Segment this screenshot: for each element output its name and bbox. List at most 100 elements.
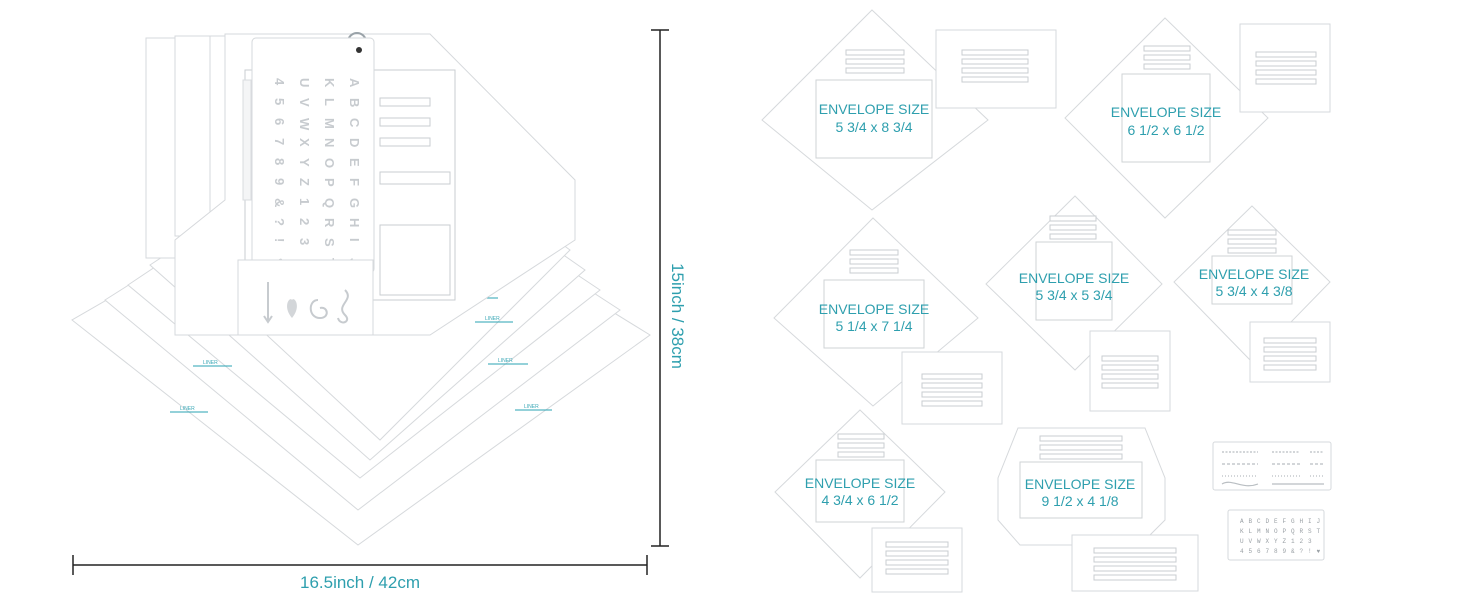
stencil-letter: E (347, 158, 362, 167)
stencil-letter-small: C (1257, 518, 1261, 525)
stencil-letter-small: 8 (1274, 548, 1278, 555)
stencil-letter: N (322, 138, 337, 147)
height-dimension: 15inch / 38cm (651, 29, 687, 547)
stencil-letter-small: 3 (1308, 538, 1312, 545)
stencil-letter-small: N (1266, 528, 1270, 535)
stencil-letter: ? (272, 218, 287, 226)
stencil-letter-small: L (1249, 528, 1253, 535)
stencil-letter-small: ! (1308, 548, 1312, 555)
stencil-letter: P (322, 178, 337, 187)
stencil-letter: C (347, 118, 362, 128)
stencil-letter-small: G (1291, 518, 1295, 525)
stencil-letter-small: F (1283, 518, 1287, 525)
stencil-letter-small: D (1266, 518, 1270, 525)
liner-label-5: LINER (498, 358, 513, 364)
stencil-letter-small: X (1266, 538, 1270, 545)
stacked-template-set: LINER LINER LINER LINER LINER LINER ABCD… (71, 32, 651, 546)
stencil-letter-small: S (1308, 528, 1312, 535)
stencil-letter-small: Z (1283, 538, 1287, 545)
envelope-5-title: ENVELOPE SIZE (1199, 266, 1309, 282)
width-label: 16.5inch / 42cm (300, 573, 420, 592)
stencil-letter-small: M (1257, 528, 1261, 535)
envelope-7-size: 9 1/2 x 4 1/8 (1041, 493, 1118, 509)
stencil-letter: W (297, 118, 312, 131)
stencil-letter: 3 (297, 238, 312, 245)
stencil-letter-small: ? (1300, 548, 1304, 555)
stencil-letter-small: 5 (1249, 548, 1253, 555)
envelope-4-title: ENVELOPE SIZE (1019, 270, 1129, 286)
height-label: 15inch / 38cm (668, 263, 687, 369)
stencil-letter: ! (272, 238, 287, 242)
arrow-ornament-icon (263, 282, 273, 324)
stencil-letter: L (322, 98, 337, 106)
width-dimension: 16.5inch / 42cm (72, 555, 648, 592)
stencil-letter: B (347, 98, 362, 107)
stencil-letter: V (297, 98, 312, 107)
stencil-letter-small: T (1317, 528, 1321, 535)
stencil-letter-small: U (1240, 538, 1244, 545)
stencil-letter: A (347, 78, 362, 88)
stencil-letter: R (322, 218, 337, 228)
stencil-letter-small: Y (1274, 538, 1278, 545)
stencil-letter-small: 7 (1266, 548, 1270, 555)
stencil-letter: H (347, 218, 362, 227)
stencil-letter: 7 (272, 138, 287, 145)
liner-label-4: LINER (485, 316, 500, 322)
envelope-3-size: 5 1/4 x 7 1/4 (835, 318, 912, 334)
stencil-letter-small: ♥ (1317, 548, 1321, 555)
stencil-letter-small: 4 (1240, 548, 1244, 555)
stencil-letter: G (347, 198, 362, 208)
stencil-letter-small: & (1291, 548, 1295, 555)
envelope-1-title: ENVELOPE SIZE (819, 101, 929, 117)
stencil-letter-small: 6 (1257, 548, 1261, 555)
envelope-6-size: 4 3/4 x 6 1/2 (821, 492, 898, 508)
stencil-letter: K (322, 78, 337, 88)
stencil-letter-small: I (1308, 518, 1312, 525)
stencil-letter-small: V (1249, 538, 1253, 545)
stack-slot-2 (379, 117, 431, 127)
stencil-letter: I (347, 238, 362, 242)
stencil-letter: Z (297, 178, 312, 186)
ornament-stencil-card (237, 259, 374, 336)
stencil-letter-small: W (1257, 538, 1261, 545)
envelope-2-size: 6 1/2 x 6 1/2 (1127, 122, 1204, 138)
stencil-letter-small: H (1300, 518, 1304, 525)
stack-window-bar (242, 79, 252, 201)
envelope-template-1: ENVELOPE SIZE 5 3/4 x 8 3/4 (761, 9, 1057, 211)
swirl-ornament-icon (309, 299, 328, 320)
stencil-letter-small: A (1240, 518, 1244, 525)
envelope-template-7: ENVELOPE SIZE 9 1/2 x 4 1/8 (997, 427, 1199, 592)
stencil-letter-small: 1 (1291, 538, 1295, 545)
stencil-letter: M (322, 118, 337, 129)
stencil-letter: Q (322, 198, 337, 208)
envelope-7-title: ENVELOPE SIZE (1025, 476, 1135, 492)
envelope-template-4: ENVELOPE SIZE 5 3/4 x 5 3/4 (985, 195, 1171, 412)
scroll-ornament-icon (337, 289, 349, 324)
envelope-template-6: ENVELOPE SIZE 4 3/4 x 6 1/2 (774, 409, 963, 593)
stencil-letter-small: O (1274, 528, 1278, 535)
stencil-letter-small: E (1274, 518, 1278, 525)
envelope-template-5: ENVELOPE SIZE 5 3/4 x 4 3/8 (1173, 205, 1331, 383)
stack-slot-5 (379, 224, 451, 296)
liner-card-4 (1089, 330, 1171, 412)
stencil-letter: 2 (297, 218, 312, 225)
stack-slot-3 (379, 137, 431, 147)
envelope-4-size: 5 3/4 x 5 3/4 (1035, 287, 1112, 303)
envelope-3-title: ENVELOPE SIZE (819, 301, 929, 317)
card-hole (356, 47, 362, 53)
envelope-2-title: ENVELOPE SIZE (1111, 104, 1221, 120)
stencil-letter: 8 (272, 158, 287, 165)
stencil-letter-small: K (1240, 528, 1244, 535)
stack-slot-1 (379, 97, 431, 107)
envelope-6-title: ENVELOPE SIZE (805, 475, 915, 491)
stencil-letter: 5 (272, 98, 287, 105)
stencil-letter-small: B (1249, 518, 1253, 525)
stencil-letter-small: Q (1291, 528, 1295, 535)
stencil-letter: U (297, 78, 312, 87)
stencil-letter: Y (297, 158, 312, 167)
envelope-template-2: ENVELOPE SIZE 6 1/2 x 6 1/2 (1064, 17, 1331, 219)
stencil-letter-small: 2 (1300, 538, 1304, 545)
stack-slot-4 (379, 171, 451, 185)
